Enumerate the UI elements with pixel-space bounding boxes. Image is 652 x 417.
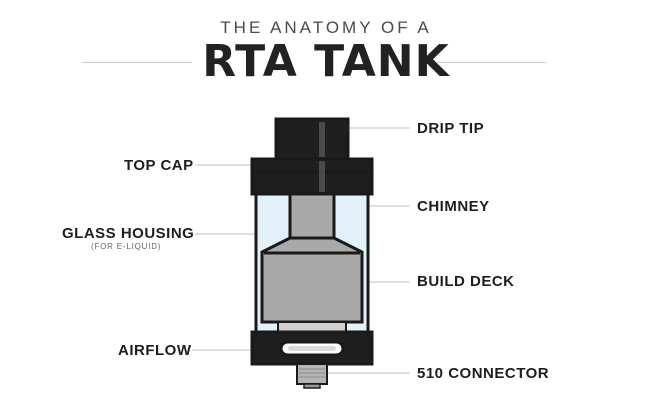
label-build-deck: BUILD DECK [417, 273, 515, 290]
drip-tip-part [274, 117, 350, 161]
diagram-pretitle: THE ANATOMY OF A [220, 18, 432, 37]
label-glass-housing: GLASS HOUSING [62, 225, 195, 242]
label-airflow: AIRFLOW [118, 342, 192, 359]
label-glass-housing-note: (FOR E-LIQUID) [91, 242, 162, 251]
510-connector-part [296, 363, 328, 385]
chimney-part [288, 192, 336, 240]
top-cap-part [250, 157, 374, 174]
diagram-title: RTA TANK [202, 36, 450, 87]
510-connector-pin [303, 383, 321, 389]
airflow-slot-inner [288, 346, 336, 351]
label-chimney: CHIMNEY [417, 198, 490, 215]
title-rule-left [82, 62, 192, 63]
510-connector-threads [299, 368, 325, 378]
label-510-connector: 510 CONNECTOR [417, 365, 550, 382]
title-rule-right [436, 62, 546, 63]
label-drip-tip: DRIP TIP [417, 120, 485, 137]
top-cap-highlight [319, 161, 325, 192]
build-deck-part [260, 236, 364, 324]
drip-tip-highlight [319, 122, 325, 157]
top-cap-band [250, 170, 374, 196]
label-top-cap: TOP CAP [124, 157, 194, 174]
